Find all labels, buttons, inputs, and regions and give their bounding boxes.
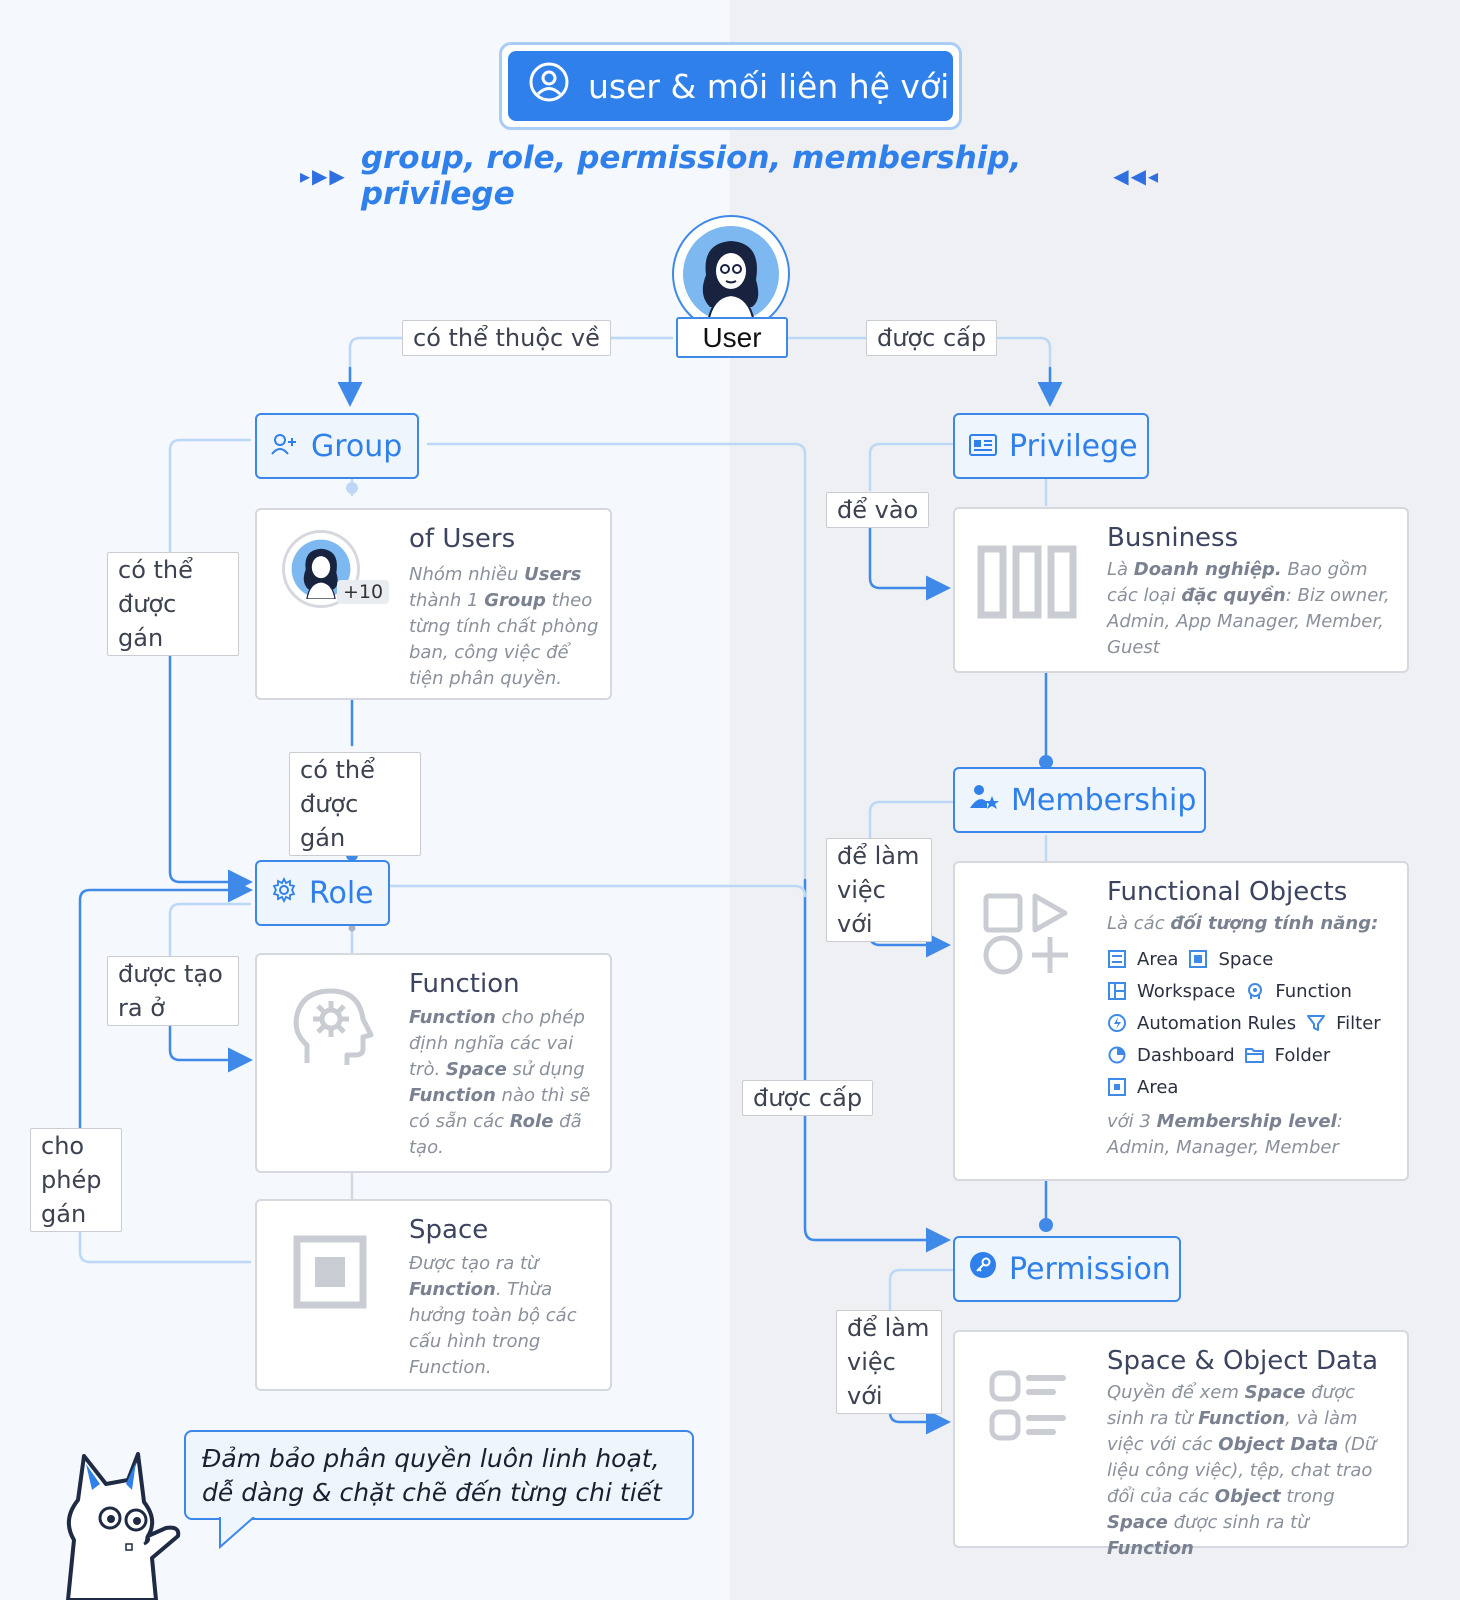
space-card-title: Space [409,1215,489,1245]
functional-object-label: Area [1137,1076,1179,1098]
edge-label-belongs: có thể thuộc về [402,320,611,356]
user-circle-icon [528,61,570,111]
speech-bubble: Đảm bảo phân quyền luôn linh hoạt, dễ dà… [184,1430,694,1520]
key-badge-icon [969,1251,997,1287]
page-title: user & mối liên hệ với [588,66,950,106]
user-star-icon [969,782,999,818]
edge-label-granted-top: được cấp [866,320,998,356]
functional-object-label: Folder [1274,1044,1331,1066]
title-banner: user & mối liên hệ với [499,42,962,130]
role-node: Role [255,860,390,926]
head-gear-icon [287,983,377,1077]
shapes-icon [983,893,1069,979]
gear-icon [271,876,297,911]
space-card-desc: Được tạo ra từ Function. Thừa hưởng toàn… [409,1253,577,1378]
permission-label: Permission [1009,1251,1171,1287]
functional-object-row: Dashboard Folder [1107,1039,1397,1071]
edge-label-assignable-left: có thể được gán [107,552,239,656]
functional-object-label: Space [1218,948,1274,970]
space-data-card-title: Space & Object Data [1107,1346,1379,1376]
dashboard-icon [1107,1045,1127,1065]
function-card: Function Function cho phép định nghĩa cá… [255,953,612,1173]
area-icon [1107,949,1127,969]
filter-icon [1306,1013,1326,1033]
functional-object-label: Dashboard [1137,1044,1235,1066]
functional-object-label: Function [1275,980,1352,1002]
user-avatar [672,215,790,333]
space-data-card: Space & Object Data Quyền để xem Space đ… [953,1330,1409,1559]
edge-label-granted-mid: được cấp [742,1080,874,1116]
area2-icon [1107,1077,1127,1097]
functional-object-row: Area [1107,1071,1397,1103]
users-card: +10 of Users Nhóm nhiều Users thành 1 Gr… [255,508,612,700]
functional-object-label: Area [1137,948,1179,970]
edge-label-work-with-2: để làm việc với [836,1310,942,1414]
space-data-card-desc: Quyền để xem Space được sinh ra từ Funct… [1107,1382,1377,1559]
function-icon [1245,981,1265,1001]
functional-object-row: Workspace Function [1107,975,1397,1007]
membership-node: Membership [953,767,1206,833]
privilege-label: Privilege [1009,428,1138,464]
user-node: User [676,317,788,358]
speech-text: Đảm bảo phân quyền luôn linh hoạt, dễ dà… [202,1444,662,1507]
fox-mascot-icon [48,1440,188,1600]
functional-object-label: Workspace [1137,980,1236,1002]
business-card: Busniness Là Doanh nghiệp. Bao gồm các l… [953,507,1409,673]
function-card-title: Function [409,969,520,999]
edge-label-to-enter: để vào [826,492,930,528]
privilege-node: Privilege [953,413,1149,479]
group-node: Group [255,413,419,479]
functional-card-desc: Là các đối tượng tính năng: [1107,913,1379,934]
permission-node: Permission [953,1236,1181,1302]
business-card-title: Busniness [1107,523,1239,553]
functional-objects-card: Functional Objects Là các đối tượng tính… [953,861,1409,1181]
functional-object-label: Automation Rules [1137,1012,1297,1034]
user-label: User [702,321,762,353]
functional-object-label: Filter [1336,1012,1381,1034]
columns-icon [977,545,1077,623]
group-icon [271,429,299,464]
automation-icon [1107,1013,1127,1033]
functional-card-title: Functional Objects [1107,877,1348,907]
triangles-left-icon: ◀◀◂ [1113,164,1160,188]
role-label: Role [309,875,374,911]
business-card-desc: Là Doanh nghiệp. Bao gồm các loại đặc qu… [1107,559,1390,658]
edge-label-assignable-mid: có thể được gán [289,752,421,856]
group-label: Group [311,428,403,464]
functional-object-row: Automation Rules Filter [1107,1007,1397,1039]
page-subtitle: group, role, permission, membership, pri… [360,140,1022,212]
functional-object-row: Area Space [1107,943,1397,975]
workspace-icon [1107,981,1127,1001]
space-icon [1188,949,1208,969]
edge-label-allow-assign: cho phép gán [30,1128,122,1232]
edge-label-created-in: được tạo ra ở [107,956,239,1026]
subtitle-row: ▸▶▶ group, role, permission, membership,… [300,140,1160,212]
membership-label: Membership [1011,782,1197,818]
id-card-icon [969,429,997,464]
edge-label-work-with-1: để làm việc với [826,838,932,942]
list-icon [989,1370,1069,1446]
users-card-title: of Users [409,524,516,554]
function-card-desc: Function cho phép định nghĩa các vai trò… [409,1007,591,1158]
folder-icon [1244,1045,1265,1065]
space-card: Space Được tạo ra từ Function. Thừa hưởn… [255,1199,612,1391]
speech-bubble-tail [219,1517,255,1550]
functional-card-footer: với 3 Membership level: Admin, Manager, … [1107,1111,1343,1158]
space-square-icon [293,1235,367,1313]
triangles-right-icon: ▸▶▶ [300,164,347,188]
users-count-badge: +10 [337,580,390,604]
users-card-desc: Nhóm nhiều Users thành 1 Group theo từng… [409,564,599,689]
